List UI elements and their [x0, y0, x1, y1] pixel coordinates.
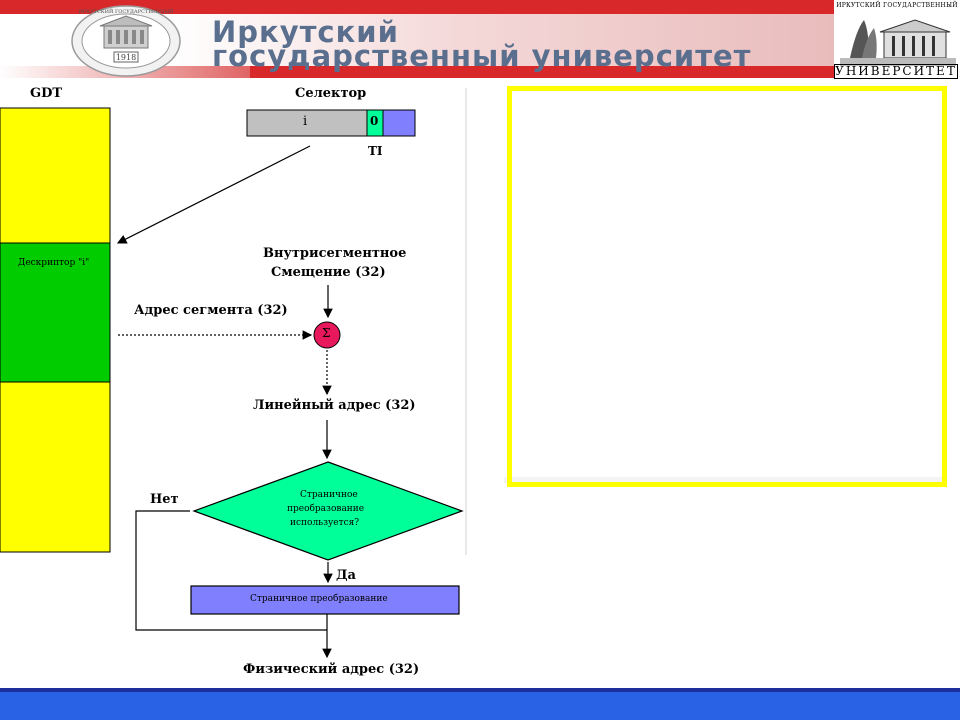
emblem-year: 1918	[116, 53, 136, 62]
ti-label: TI	[368, 144, 383, 158]
logo-top-text: ИРКУТСКИЙ ГОСУДАРСТВЕННЫЙ	[836, 2, 958, 9]
header-red-bar	[250, 66, 835, 78]
footer-band	[0, 688, 960, 720]
frame-shadow	[504, 477, 946, 483]
offset-label-line1: Внутрисегментное	[263, 246, 407, 261]
decision-line3: используется?	[290, 518, 360, 528]
gdt-upper-block	[0, 107, 111, 244]
no-label: Нет	[150, 492, 179, 507]
slide-header: 1918 ИРКУТСКИЙ ГОСУДАРСТВЕННЫЙ Иркутский…	[0, 0, 960, 80]
sum-node	[313, 321, 341, 349]
selector-index-field	[246, 109, 368, 137]
offset-label-line2: Смещение (32)	[271, 265, 386, 280]
header-title-line1: Иркутский	[212, 15, 399, 49]
emblem-text: ИРКУТСКИЙ ГОСУДАРСТВЕННЫЙ	[78, 7, 174, 15]
sum-symbol: Σ	[322, 326, 331, 340]
selector-rpl-field	[382, 109, 416, 137]
yes-label: Да	[336, 568, 356, 583]
university-building-icon	[840, 10, 956, 66]
university-emblem-icon: 1918 ИРКУТСКИЙ ГОСУДАРСТВЕННЫЙ	[71, 5, 181, 77]
selector-to-descriptor-arrow	[116, 145, 311, 244]
descriptor-label: Дескриптор "i"	[18, 258, 90, 268]
segment-address-label: Адрес сегмента (32)	[134, 303, 288, 318]
decision-line2: преобразование	[287, 504, 365, 514]
empty-yellow-frame	[507, 86, 947, 487]
paging-box-label: Страничное преобразование	[250, 594, 388, 604]
selector-label: Селектор	[295, 86, 367, 101]
linear-address-label: Линейный адрес (32)	[253, 398, 416, 413]
paging-decision-diamond	[192, 461, 464, 561]
logo-bottom-text: УНИВЕРСИТЕТ	[834, 64, 958, 79]
selector-ti-text: 0	[370, 114, 379, 128]
descriptor-block	[0, 242, 111, 383]
selector-index-text: i	[303, 114, 308, 129]
gdt-lower-block	[0, 381, 111, 553]
paging-box	[190, 585, 460, 615]
physical-address-label: Физический адрес (32)	[243, 662, 420, 677]
header-title-line2: государственный университет	[212, 39, 752, 73]
no-path-line	[135, 510, 327, 631]
header-red-stripe	[0, 0, 960, 14]
decision-line1: Страничное	[300, 490, 358, 500]
header-title: Иркутский государственный университет	[212, 15, 832, 73]
gdt-label: GDT	[30, 86, 63, 101]
